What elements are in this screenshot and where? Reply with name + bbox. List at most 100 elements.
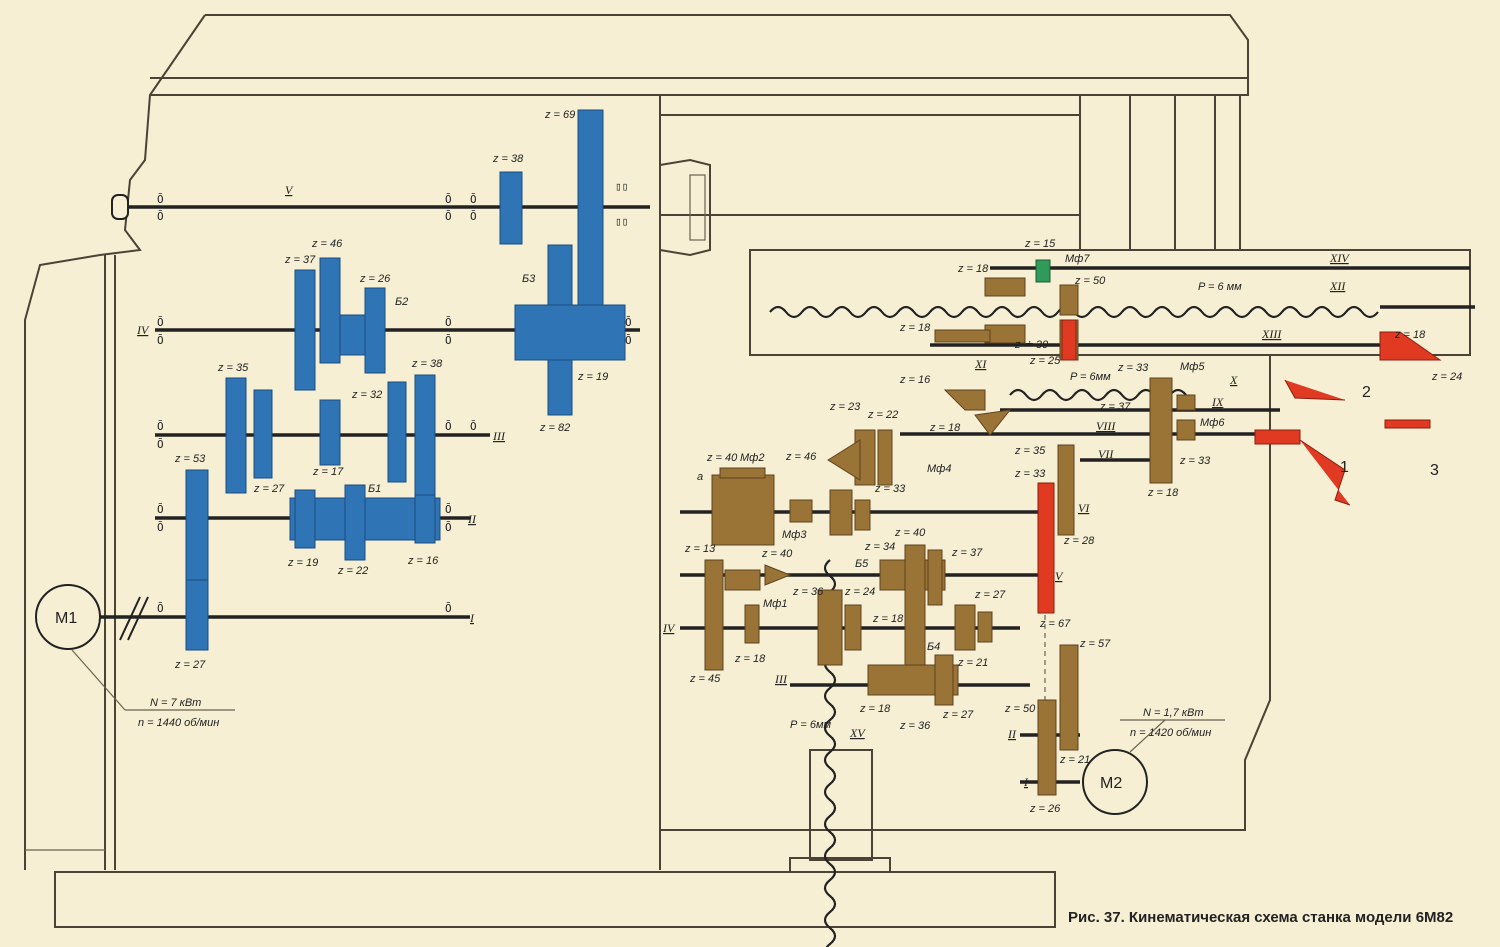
svg-text:Ō: Ō [157,420,164,433]
clutch-mf7: Мф7 [1065,253,1090,265]
fg-z33-b: z = 33 [1179,455,1211,467]
left-shaft-labels: I II III IV V [136,183,506,625]
label-z37: z = 37 [284,254,316,266]
shaft-label-iii: III [492,429,506,443]
indicator-green [1035,259,1051,283]
svg-text:Ō: Ō [445,521,452,534]
svg-text:Ō: Ō [445,602,452,615]
feed-shaft-iv: IV [662,621,676,635]
gear-z53 [185,469,209,581]
gear-z19-left [294,489,316,549]
feed-gears [704,277,1196,796]
gear-z27-bottom [185,579,209,651]
machine-frame [24,14,1471,928]
fg-z40-a: z = 40 [706,452,738,464]
label-z46: z = 46 [311,238,343,250]
fg-z26: z = 26 [1029,803,1061,815]
gear-z32 [387,381,407,483]
feed-shaft-ii: II [1007,727,1017,741]
label-z35: z = 35 [217,362,249,374]
feed-gear-labels: z = 15 z = 18 z = 50 z = 18 z ≐ 30 z = 2… [684,238,1462,815]
pitch-xii: P = 6 мм [1198,281,1242,293]
gear-z37 [294,269,316,391]
motor-m1-power: N = 7 кВт [150,697,201,709]
fg-z21-b: z = 21 [1059,754,1090,766]
feed-shaft-v: V [1055,569,1064,583]
fg-z23: z = 23 [829,401,861,413]
fg-z34: z = 34 [864,541,895,553]
clutch-mf3: Мф3 [782,529,807,541]
svg-text:Ō: Ō [445,210,452,223]
fg-z22: z = 22 [867,409,898,421]
label-z19-left: z = 19 [287,557,318,569]
feed-shaft-labels: I II III IV V VI VII VIII IX X XI XII XI… [662,251,1350,789]
handle-labels: 1 2 3 [1340,384,1439,479]
svg-text:Ō: Ō [445,503,452,516]
feed-shaft-vi: VI [1078,501,1090,515]
svg-text:Ō: Ō [157,521,164,534]
label-z22: z = 22 [337,565,368,577]
label-z17: z = 17 [312,466,344,478]
shaft-label-ii: II [467,512,477,526]
fg-z33-a: z = 33 [1117,362,1149,374]
spindle-gears [185,109,626,651]
feed-shaft-xiii: XIII [1261,327,1282,341]
fg-z18-c: z = 18 [1394,329,1426,341]
feed-shaft-xii: XII [1329,279,1346,293]
fg-z16: z = 16 [899,374,931,386]
fg-z50: z = 50 [1074,275,1106,287]
svg-text:Ō: Ō [445,316,452,329]
gear-z38-mid [414,374,436,496]
label-z27-mid: z = 27 [253,483,285,495]
motor-m2: M2 N = 1,7 кВт n = 1420 об/мин [1082,707,1225,815]
fg-z13: z = 13 [684,543,716,555]
clutch-mf5: Мф5 [1180,361,1205,373]
shaft-label-v: V [285,183,294,197]
svg-text:Ō: Ō [157,193,164,206]
fg-z18-f: z = 18 [872,613,904,625]
handle-1: 1 [1340,459,1349,476]
figure-caption: Рис. 37. Кинематическая схема станка мод… [1068,909,1453,926]
clutch-mf1: Мф1 [763,598,787,610]
motor-m1-label: M1 [55,610,77,627]
fg-z40-c: z = 40 [894,527,926,539]
block-b5: Б5 [855,558,869,570]
block-b2-hub [339,314,366,356]
label-a: a [697,471,703,483]
label-b3: Б3 [522,273,536,285]
label-z27-bottom: z = 27 [174,659,206,671]
left-gear-labels: z = 69 z = 38 z = 46 z = 37 z = 26 z = 3… [174,109,608,671]
svg-text:Ō: Ō [470,210,477,223]
feed-shaft-i: I [1023,775,1029,789]
feed-shaft-xv: XV [849,726,866,740]
motor-m2-label: M2 [1100,775,1122,792]
clutch-mf6: Мф6 [1200,417,1225,429]
fg-z18-g: z = 18 [734,653,766,665]
shaft-label-iv: IV [136,323,150,337]
fg-z50-b: z = 50 [1004,703,1036,715]
feed-shaft-xi: XI [974,357,987,371]
feed-shaft-iii: III [774,672,788,686]
fg-z33-d: z = 33 [1014,468,1046,480]
svg-text:Ō: Ō [157,316,164,329]
fg-z27-a: z = 27 [974,589,1006,601]
fg-z36-a: z = 36 [792,586,824,598]
label-z38-mid: z = 38 [411,358,443,370]
feed-shaft-x: X [1229,373,1238,387]
fg-z24: z = 24 [844,586,875,598]
gear-z17 [319,399,341,466]
fg-z67: z = 67 [1039,618,1071,630]
pitch-xv: Р = 6мм [790,719,832,731]
clutch-mf4: Мф4 [927,463,951,475]
pitch-ix: P = 6мм [1070,371,1111,383]
svg-text:Ō: Ō [157,602,164,615]
label-z32: z = 32 [351,389,382,401]
label-z38-top: z = 38 [492,153,524,165]
motor-m2-power: N = 1,7 кВт [1143,707,1204,719]
fg-z37-a: z = 37 [1099,401,1131,413]
label-z69: z = 69 [544,109,575,121]
fg-z28: z = 28 [1063,535,1095,547]
fg-z24: z = 24 [1431,371,1462,383]
fg-z40-b: z = 40 [761,548,793,560]
